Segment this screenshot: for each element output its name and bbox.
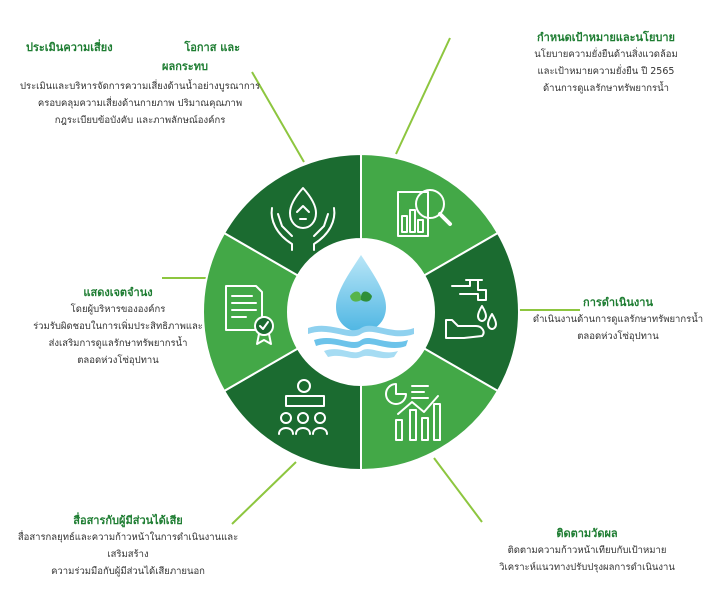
accountability-line-2: ร่วมรับผิดชอบในการเพิ่มประสิทธิภาพและ <box>33 321 203 332</box>
risk-assessment-block: ประเมินความเสี่ยง โอกาส และ ผลกระทบ <box>20 40 240 75</box>
operation-line-1: ดำเนินงานด้านการดูแลรักษาทรัพยากรน้ำ <box>532 314 704 325</box>
stakeholder-line-3: ความร่วมมือกับผู้มีส่วนได้เสียภายนอก <box>51 566 205 577</box>
stakeholder-line-2: เสริมสร้าง <box>107 549 149 560</box>
policy-line-3: ด้านการดูแลรักษาทรัพยากรน้ำ <box>543 83 669 94</box>
operation-block: การดำเนินงาน ดำเนินงานด้านการดูแลรักษาทร… <box>523 295 713 345</box>
stakeholder-block: สื่อสารกับผู้มีส่วนได้เสีย สื่อสารกลยุทธ… <box>8 513 248 580</box>
monitor-line-2: วิเคราะห์แนวทางปรับปรุงผลการดำเนินงาน <box>499 562 675 573</box>
connector-policy <box>395 37 451 155</box>
operation-line-2: ตลอดห่วงโซ่อุปทาน <box>577 331 659 342</box>
risk-title-b: โอกาส และ <box>184 41 240 54</box>
risk-line-2: ครอบคลุมความเสี่ยงด้านกายภาพ ปริมาณคุณภา… <box>37 98 243 109</box>
risk-title-c: ผลกระทบ <box>162 60 208 73</box>
policy-line-2: และเป้าหมายความยั่งยืน ปี 2565 <box>537 66 675 77</box>
accountability-line-3: ส่งเสริมการดูแลรักษาทรัพยากรน้ำ <box>48 338 188 349</box>
stakeholder-title: สื่อสารกับผู้มีส่วนได้เสีย <box>73 514 183 527</box>
water-tap-hand-icon <box>445 279 497 339</box>
water-drop-icon <box>308 255 414 359</box>
policy-line-1: นโยบายความยั่งยืนด้านสิ่งแวดล้อม <box>534 49 678 60</box>
certificate-document-icon <box>225 285 274 345</box>
policy-magnifier-icon <box>397 189 452 237</box>
accountability-title: แสดงเจตจำนง <box>83 286 153 299</box>
monitor-title: ติดตามวัดผล <box>556 527 618 540</box>
stakeholder-meeting-icon <box>278 379 328 435</box>
risk-line-3: กฎระเบียบข้อบังคับ และภาพลักษณ์องค์กร <box>54 115 226 126</box>
risk-title-a: ประเมินความเสี่ยง <box>26 41 113 54</box>
monitor-line-1: ติดตามความก้าวหน้าเทียบกับเป้าหมาย <box>507 545 667 556</box>
operation-title: การดำเนินงาน <box>583 296 653 309</box>
policy-title: กำหนดเป้าหมายและนโยบาย <box>536 31 675 44</box>
risk-description: ประเมินและบริหารจัดการความเสี่ยงด้านน้ำอ… <box>10 78 270 129</box>
connector-risk <box>251 71 305 163</box>
monitor-block: ติดตามวัดผล ติดตามความก้าวหน้าเทียบกับเป… <box>472 526 702 576</box>
environment-hands-icon <box>270 187 336 251</box>
policy-block: กำหนดเป้าหมายและนโยบาย นโยบายความยั่งยืน… <box>506 30 706 97</box>
stakeholder-line-1: สื่อสารกลยุทธ์และความก้าวหน้าในการดำเนิน… <box>17 532 239 543</box>
accountability-line-1: โดยผู้บริหารขององค์กร <box>70 304 166 315</box>
connector-stakeholder <box>231 461 297 525</box>
accountability-line-4: ตลอดห่วงโซ่อุปทาน <box>77 355 159 366</box>
connector-monitor <box>433 457 483 523</box>
risk-line-1: ประเมินและบริหารจัดการความเสี่ยงด้านน้ำอ… <box>19 81 261 92</box>
chart-monitoring-icon <box>385 383 441 441</box>
accountability-block: แสดงเจตจำนง โดยผู้บริหารขององค์กร ร่วมรั… <box>8 285 228 369</box>
